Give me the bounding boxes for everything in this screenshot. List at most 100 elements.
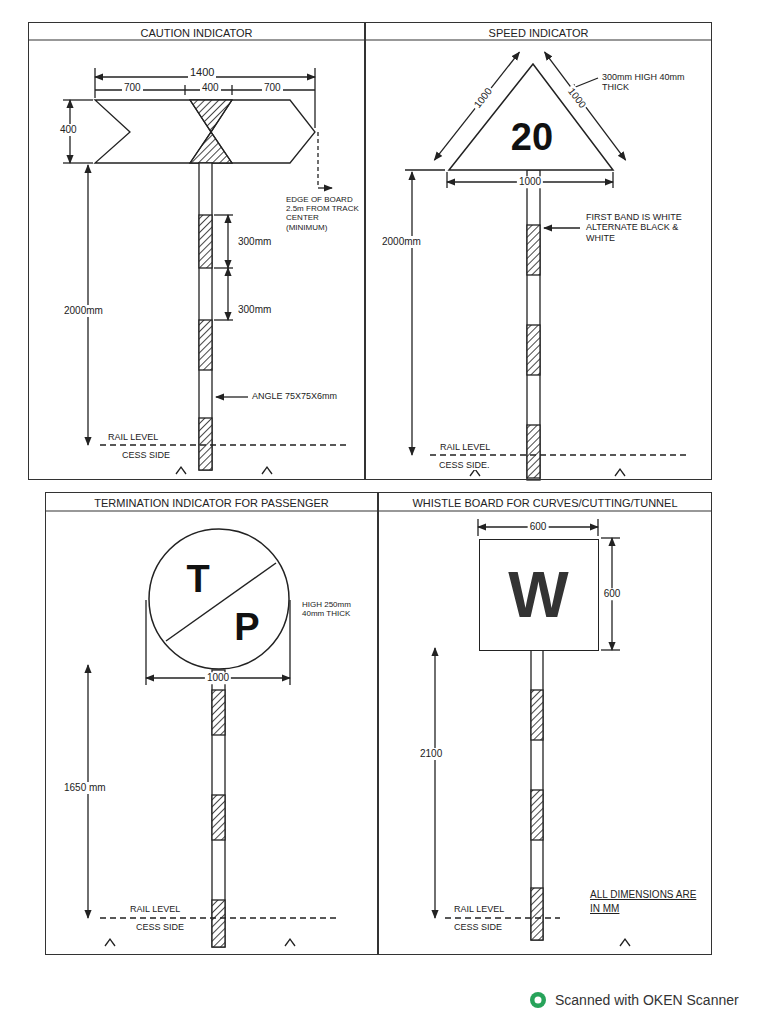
dimension-label: 1000	[205, 672, 231, 684]
whistle-board-part	[477, 519, 478, 536]
termination-indicator-part	[146, 677, 290, 678]
caution-indicator-part	[214, 267, 233, 268]
termination-indicator-part	[212, 900, 225, 947]
speed-indicator-part	[527, 325, 540, 375]
whistle-board-part	[620, 939, 630, 946]
caution-indicator-part	[100, 444, 350, 445]
whistle-panel: WHISTLE BOARD FOR CURVES/CUTTING/TUNNELW	[378, 492, 712, 955]
whistle-board-part	[597, 519, 598, 536]
speed-indicator-part	[612, 172, 613, 188]
speed-triangle-board: 20	[448, 63, 614, 171]
note-label: FIRST BAND IS WHITE ALTERNATE BLACK & WH…	[584, 212, 710, 243]
note-label: 300mm HIGH 40mm THICK	[600, 72, 708, 93]
caution-indicator-part	[190, 100, 211, 163]
heading-rules	[28, 40, 712, 511]
caution-panel: CAUTION INDICATOR	[28, 22, 365, 480]
whistle-board-part	[531, 690, 543, 740]
termination-indicator-part	[145, 600, 146, 685]
caution-indicator-part	[216, 396, 248, 397]
speed-indicator-part	[527, 170, 540, 480]
caution-indicator-part	[227, 268, 228, 320]
dimension-label: RAIL LEVEL	[128, 904, 182, 914]
speed-panel: SPEED INDICATOR 20	[365, 22, 712, 480]
dimension-label: CESS SIDE	[134, 922, 186, 932]
caution-indicator-part	[190, 100, 232, 132]
dimension-label: RAIL LEVEL	[452, 904, 506, 914]
caution-indicator-part	[87, 165, 88, 445]
dimension-label: 1400	[188, 66, 216, 79]
caution-indicator-part	[63, 99, 93, 100]
whistle-board-part	[478, 526, 598, 527]
whistle-board-part	[611, 538, 612, 650]
caution-indicator-part	[214, 319, 233, 320]
caution-indicator-part	[63, 162, 93, 163]
panel-heading: SPEED INDICATOR	[366, 26, 711, 40]
panel-heading: CAUTION INDICATOR	[29, 26, 364, 40]
watermark: Scanned with OKEN Scanner	[553, 992, 741, 1008]
dimension-label: 2000mm	[62, 305, 105, 317]
dimension-label: 300mm	[236, 304, 273, 316]
caution-indicator-part	[318, 187, 332, 188]
speed-indicator-part	[568, 78, 598, 90]
sign-letter: W	[494, 560, 584, 630]
dimension-label: 600	[602, 588, 623, 600]
panel-heading: TERMINATION INDICATOR FOR PASSENGER	[46, 496, 377, 510]
note-label: HIGH 250mm 40mm THICK	[300, 600, 368, 618]
sign-letter: 20	[487, 116, 577, 158]
whistle-board-part	[434, 648, 435, 918]
caution-indicator-part	[227, 215, 228, 268]
caution-indicator-part	[231, 85, 232, 95]
caution-indicator	[63, 68, 350, 474]
speed-indicator-part	[527, 425, 540, 478]
circle-outline	[147, 527, 291, 671]
termination-indicator-part	[105, 939, 295, 946]
whistle-board	[435, 519, 630, 946]
termination-indicator-part	[212, 690, 225, 735]
caution-indicator-part	[95, 100, 315, 163]
termination-circle-board: TP	[147, 527, 291, 671]
termination-indicator-part	[100, 917, 340, 918]
dimension-label: 2000mm	[380, 236, 423, 248]
caution-indicator-part	[211, 100, 232, 163]
scanner-logo-part	[530, 992, 546, 1008]
whistle-board-part	[531, 888, 543, 940]
speed-indicator-part	[405, 169, 445, 170]
caution-indicator-part	[69, 100, 70, 163]
speed-indicator-part	[446, 172, 447, 188]
whistle-square-board: W	[479, 539, 599, 651]
caution-indicator-part	[199, 320, 212, 370]
speed-indicator-part	[544, 227, 580, 228]
termination-indicator-part	[212, 670, 225, 947]
circle-outline-part	[149, 529, 289, 669]
termination-panel: TERMINATION INDICATOR FOR PASSENGER TP	[45, 492, 378, 955]
dimension-label: 600	[528, 521, 549, 533]
dimension-label: RAIL LEVEL	[106, 432, 160, 442]
dimension-label: 2100	[418, 748, 444, 760]
caution-indicator-part	[94, 68, 95, 98]
dimension-label: 700	[122, 82, 143, 94]
scanner-logo	[530, 992, 546, 1008]
dimension-label: 700	[262, 82, 283, 94]
caution-indicator-part	[184, 85, 185, 95]
speed-indicator-part	[411, 172, 412, 455]
caution-indicator-part	[314, 68, 315, 128]
termination-indicator-part	[289, 600, 290, 685]
speed-indicator-part	[430, 454, 690, 455]
whistle-board-part	[601, 649, 620, 650]
caution-indicator-part	[190, 132, 232, 163]
dimension-label: 1000	[517, 176, 543, 188]
caution-indicator-part	[214, 214, 233, 215]
speed-indicator	[405, 52, 690, 480]
dimension-label: ANGLE 75X75X6mm	[250, 391, 339, 401]
termination-indicator-part	[212, 795, 225, 840]
caution-indicator-part	[199, 215, 212, 268]
note-label: ALL DIMENSIONS ARE IN MM	[588, 888, 708, 916]
triangle-outline-part	[449, 64, 613, 170]
dimension-label: CESS SIDE	[452, 922, 504, 932]
caution-indicator-part	[317, 132, 318, 185]
sign-letter: T	[178, 558, 218, 600]
termination-indicator-part	[87, 665, 88, 918]
